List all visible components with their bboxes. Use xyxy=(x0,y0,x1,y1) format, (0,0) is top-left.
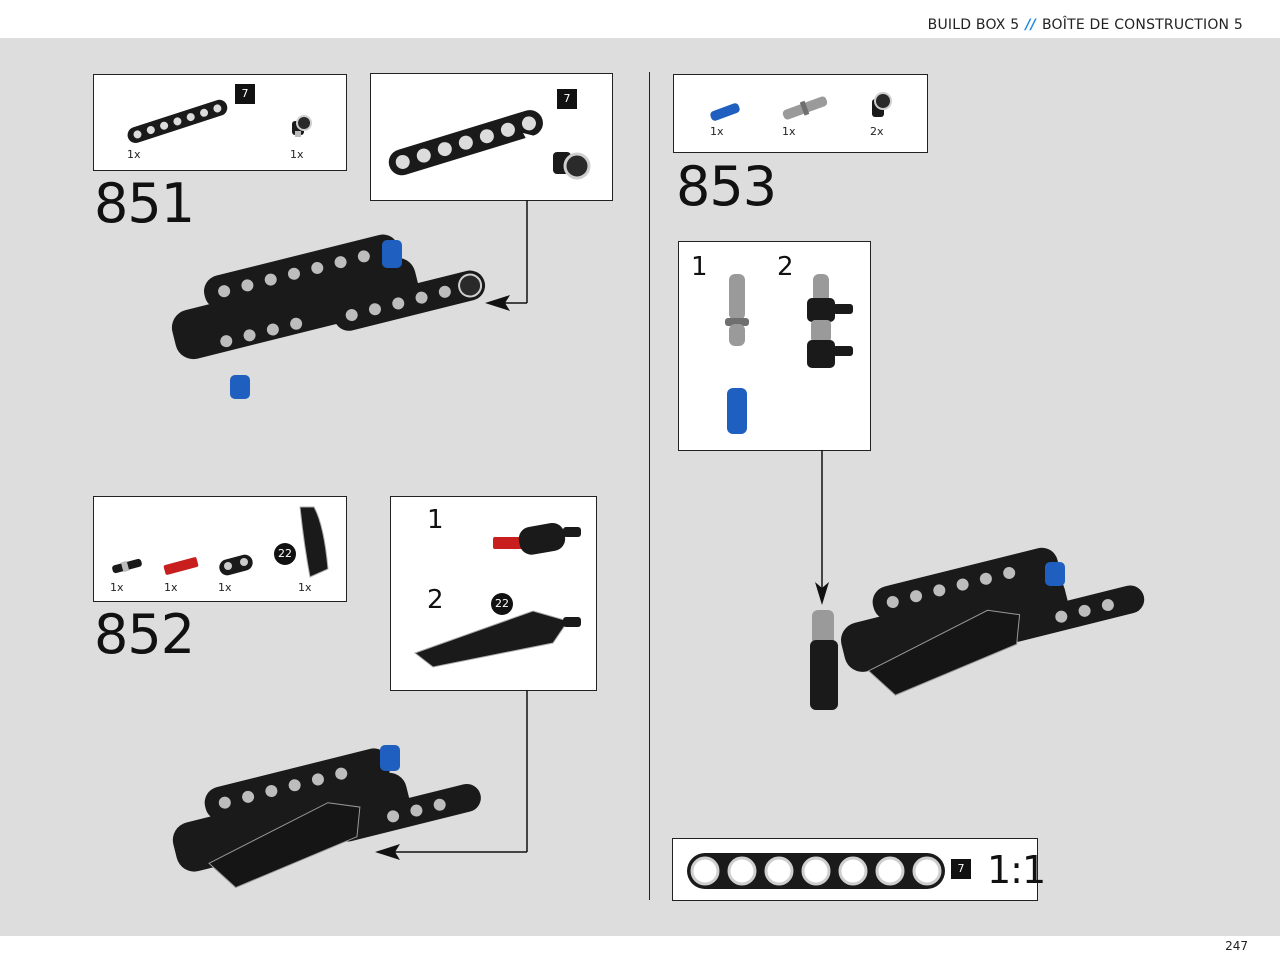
beam-7-icon xyxy=(388,110,591,180)
part-qty: 1x xyxy=(290,148,304,161)
pin-blue-icon xyxy=(710,103,740,121)
header-title: BUILD BOX 5 // BOÎTE DE CONSTRUCTION 5 xyxy=(928,17,1243,33)
part-qty: 1x xyxy=(164,581,178,594)
part-qty: 1x xyxy=(298,581,312,594)
step-number: 852 xyxy=(94,603,195,666)
panel-subassembly-icon xyxy=(413,610,581,668)
parts-list-853: 1x 1x 2x xyxy=(673,74,928,153)
column-divider xyxy=(649,72,650,900)
header-left-title: BUILD BOX 5 xyxy=(927,17,1020,33)
header-separator: // xyxy=(1025,17,1036,33)
part-number-badge: 22 xyxy=(491,593,513,615)
axle-connector-icon xyxy=(872,92,892,117)
callout-size-badge: 7 xyxy=(557,89,577,109)
part-qty: 1x xyxy=(782,125,796,138)
part-qty: 1x xyxy=(218,581,232,594)
substep-number: 1 xyxy=(691,252,708,282)
page-footer: 247 xyxy=(0,936,1280,974)
connector-stack-icon xyxy=(807,274,853,368)
model-assembly-851 xyxy=(171,200,528,399)
scale-ratio: 1:1 xyxy=(987,848,1046,892)
beam-7-scale-icon xyxy=(687,853,945,889)
parts-list-852: 1x 1x 1x 22 1x xyxy=(93,496,347,602)
page-header: BUILD BOX 5 // BOÎTE DE CONSTRUCTION 5 xyxy=(0,0,1280,38)
callout-box-851: 7 xyxy=(370,73,613,201)
axle-pin-black-icon xyxy=(112,558,142,574)
callout-box-853: 1 2 xyxy=(678,241,871,451)
part-qty: 1x xyxy=(127,148,141,161)
pin-stack-icon xyxy=(725,274,749,434)
substep-number: 2 xyxy=(427,585,444,615)
header-right-title: BOÎTE DE CONSTRUCTION 5 xyxy=(1041,17,1243,33)
pin-grey-icon xyxy=(782,96,828,120)
instruction-canvas xyxy=(0,38,1280,936)
step-number: 851 xyxy=(94,172,195,235)
substep-number: 2 xyxy=(777,252,794,282)
scale-reference-box: 7 1:1 xyxy=(672,838,1046,901)
scale-size-badge: 7 xyxy=(951,859,971,879)
axle-connector-icon xyxy=(292,115,312,137)
part-qty: 1x xyxy=(710,125,724,138)
step-number: 853 xyxy=(676,155,777,218)
axle-beam-subassembly-icon xyxy=(493,522,581,555)
axle-red-icon xyxy=(163,557,199,575)
parts-list-851: 7 1x 1x xyxy=(93,74,347,171)
part-size-badge: 7 xyxy=(235,84,255,104)
substep-number: 1 xyxy=(427,505,444,535)
callout-box-852: 1 2 22 xyxy=(390,496,597,691)
page-number: 247 xyxy=(1225,939,1248,953)
model-assembly-852 xyxy=(172,690,528,889)
panel-icon xyxy=(299,506,329,578)
part-qty: 2x xyxy=(870,125,884,138)
part-qty: 1x xyxy=(110,581,124,594)
model-assembly-853 xyxy=(810,450,1145,710)
part-number-badge: 22 xyxy=(274,543,296,565)
beam-7-icon xyxy=(127,99,228,144)
beam-2-icon xyxy=(219,554,253,576)
